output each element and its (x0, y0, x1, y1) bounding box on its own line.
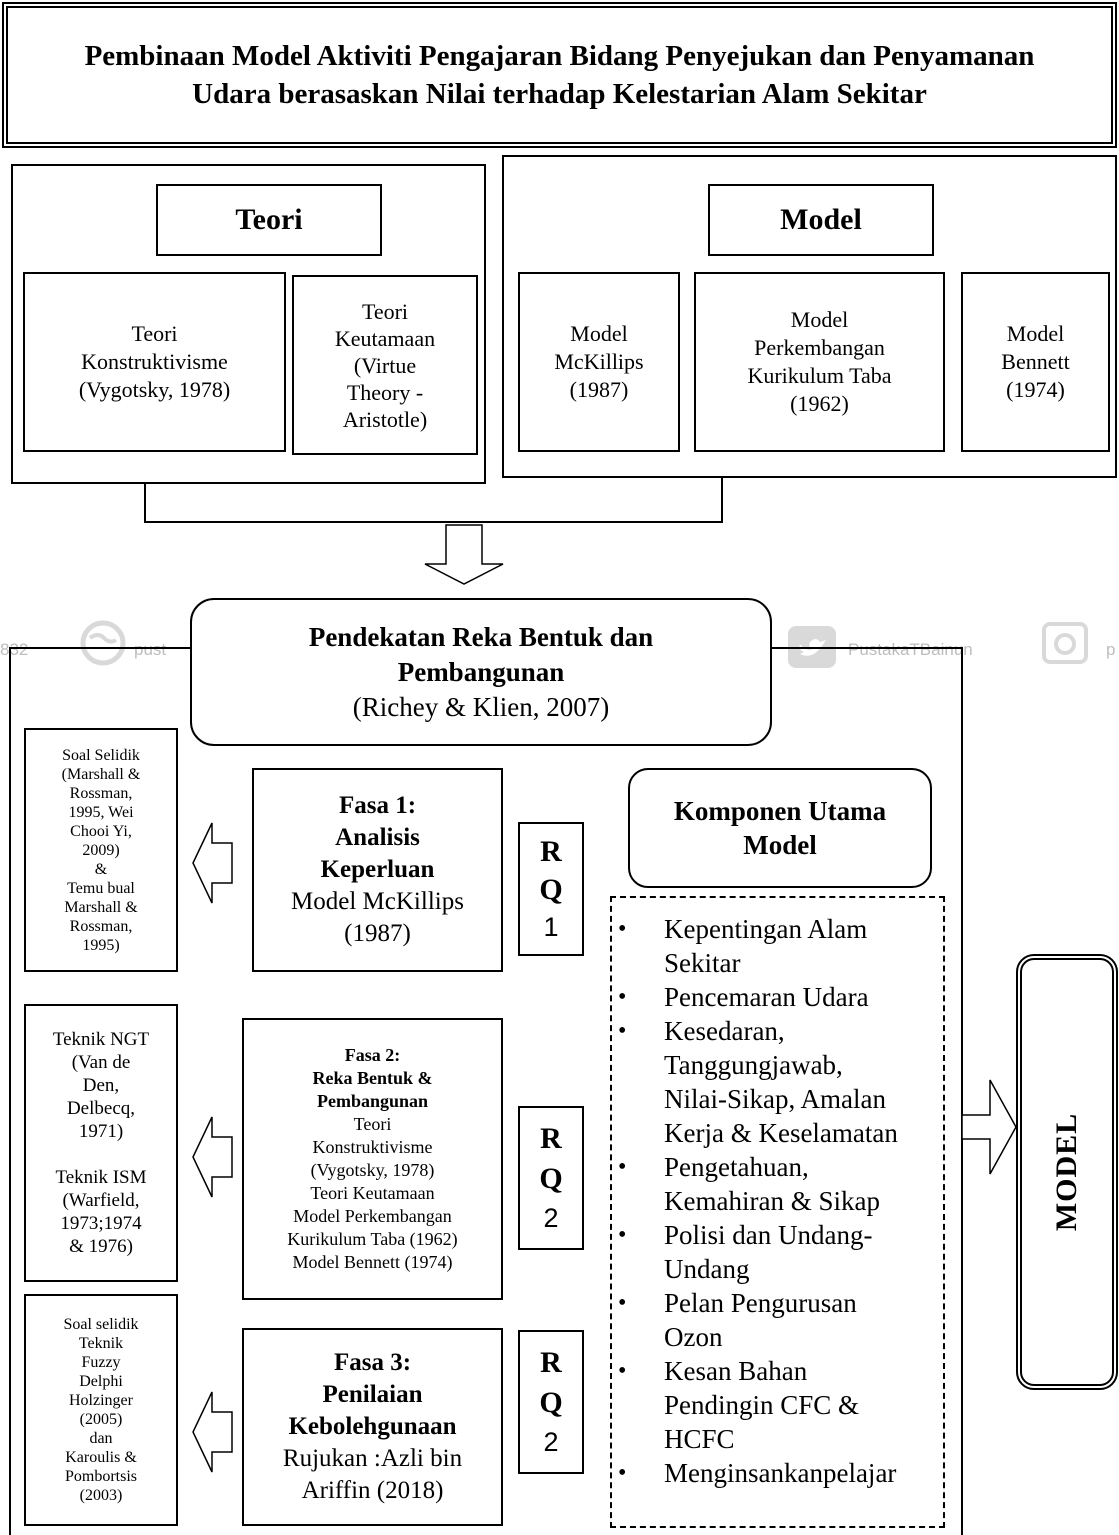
merge-bracket (144, 478, 723, 523)
teori-keutamaan-box: Teori Keutamaan (Virtue Theory - Aristot… (292, 275, 478, 455)
fasa-3-detail: Rujukan :Azli bin Ariffin (2018) (282, 1445, 463, 1504)
approach-box: Pendekatan Reka Bentuk dan Pembangunan (… (190, 598, 772, 746)
approach-frame-left (9, 647, 190, 1535)
model-heading-box: Model (708, 184, 934, 256)
fasa-2-box: Fasa 2: Reka Bentuk & Pembangunan Teori … (242, 1018, 503, 1300)
rq-box-fasa-2: R Q 2 (518, 1106, 584, 1250)
globe-watermark-icon (80, 620, 126, 666)
method-text-fasa-1: Soal Selidik (Marshall & Rossman, 1995, … (61, 746, 141, 954)
rq-3-letter-q: Q (539, 1386, 563, 1419)
model-bennett-box: Model Bennett (1974) (961, 272, 1110, 452)
komponen-item: Kesan Bahan Pendingin CFC & HCFC (612, 1354, 943, 1456)
komponen-item: Kesedaran, Tanggungjawab, Nilai-Sikap, A… (612, 1014, 943, 1150)
fasa-2-title: Fasa 2: Reka Bentuk & Pembangunan (312, 1045, 433, 1111)
komponen-heading: Komponen Utama Model (673, 796, 887, 860)
rq-1-letter-r: R (540, 835, 562, 868)
rq-2-letter-q: Q (539, 1162, 563, 1195)
fasa-2-detail: Teori Konstruktivisme (Vygotsky, 1978) T… (287, 1114, 458, 1272)
down-arrow (424, 524, 504, 585)
teori-heading: Teori (235, 203, 303, 236)
model-taba-box: Model Perkembangan Kurikulum Taba (1962) (694, 272, 945, 452)
approach-citation: (Richey & Klien, 2007) (352, 691, 610, 722)
approach-title: Pendekatan Reka Bentuk dan Pembangunan (308, 621, 654, 687)
model-output-label: MODEL (1050, 1112, 1083, 1232)
method-text-fasa-2: Teknik NGT (Van de Den, Delbecq, 1971) T… (52, 1029, 150, 1257)
method-box-fasa-2: Teknik NGT (Van de Den, Delbecq, 1971) T… (24, 1004, 178, 1282)
left-arrow-fasa-2 (192, 1116, 233, 1198)
teori-konstruktivisme-text: Teori Konstruktivisme (Vygotsky, 1978) (78, 321, 231, 402)
rq-box-fasa-1: R Q 1 (518, 822, 584, 956)
komponen-item: Menginsankanpelajar (612, 1456, 943, 1490)
fasa-1-title: Fasa 1: Analisis Keperluan (320, 792, 435, 883)
right-arrow-to-model (961, 1079, 1017, 1175)
watermark-text-far-right: p (1106, 640, 1116, 659)
fasa-1-box: Fasa 1: Analisis Keperluan Model McKilli… (252, 768, 503, 972)
rq-box-fasa-3: R Q 2 (518, 1330, 584, 1474)
komponen-list: Kepentingan Alam Sekitar Pencemaran Udar… (612, 912, 943, 1490)
method-text-fasa-3: Soal selidik Teknik Fuzzy Delphi Holzing… (63, 1316, 139, 1504)
komponen-item: Pencemaran Udara (612, 980, 943, 1014)
model-bennett-text: Model Bennett (1974) (1001, 321, 1070, 402)
fasa-1-detail: Model McKillips (1987) (291, 888, 464, 947)
model-mckillips-text: Model McKillips (1987) (554, 321, 644, 402)
rq-1-number: 1 (543, 912, 559, 942)
teori-konstruktivisme-box: Teori Konstruktivisme (Vygotsky, 1978) (23, 272, 286, 452)
method-box-fasa-3: Soal selidik Teknik Fuzzy Delphi Holzing… (24, 1294, 178, 1526)
komponen-item: Pelan Pengurusan Ozon (612, 1286, 943, 1354)
rq-3-letter-r: R (540, 1346, 562, 1379)
rq-2-number: 2 (543, 1203, 559, 1233)
model-mckillips-box: Model McKillips (1987) (518, 272, 680, 452)
komponen-item: Pengetahuan, Kemahiran & Sikap (612, 1150, 943, 1218)
rq-3-number: 2 (543, 1427, 559, 1457)
method-box-fasa-1: Soal Selidik (Marshall & Rossman, 1995, … (24, 728, 178, 972)
rq-2-letter-r: R (540, 1122, 562, 1155)
teori-keutamaan-text: Teori Keutamaan (Virtue Theory - Aristot… (334, 298, 436, 432)
rq-1-letter-q: Q (539, 873, 563, 906)
watermark-text-right: PustakaTBainun (848, 640, 973, 659)
komponen-heading-box: Komponen Utama Model (628, 768, 932, 888)
komponen-item: Kepentingan Alam Sekitar (612, 912, 943, 980)
model-heading: Model (780, 203, 862, 236)
approach-frame-right (772, 647, 963, 1535)
diagram-title: Pembinaan Model Aktiviti Pengajaran Bida… (84, 40, 1035, 110)
fasa-3-box: Fasa 3: Penilaian Kebolehgunaan Rujukan … (242, 1328, 503, 1526)
model-taba-text: Model Perkembangan Kurikulum Taba (1962) (747, 307, 892, 416)
teori-heading-box: Teori (156, 184, 382, 256)
komponen-list-box: Kepentingan Alam Sekitar Pencemaran Udar… (610, 896, 945, 1528)
left-arrow-fasa-1 (192, 822, 233, 904)
komponen-item: Polisi dan Undang- Undang (612, 1218, 943, 1286)
fasa-3-title: Fasa 3: Penilaian Kebolehgunaan (288, 1349, 457, 1440)
left-arrow-fasa-3 (192, 1391, 233, 1473)
watermark-text-left: pust (134, 640, 167, 659)
instagram-watermark-icon (1042, 620, 1088, 666)
model-output-box: MODEL (1016, 954, 1118, 1390)
watermark-text-left-number: 832 (0, 640, 29, 659)
title-box: Pembinaan Model Aktiviti Pengajaran Bida… (2, 2, 1117, 148)
